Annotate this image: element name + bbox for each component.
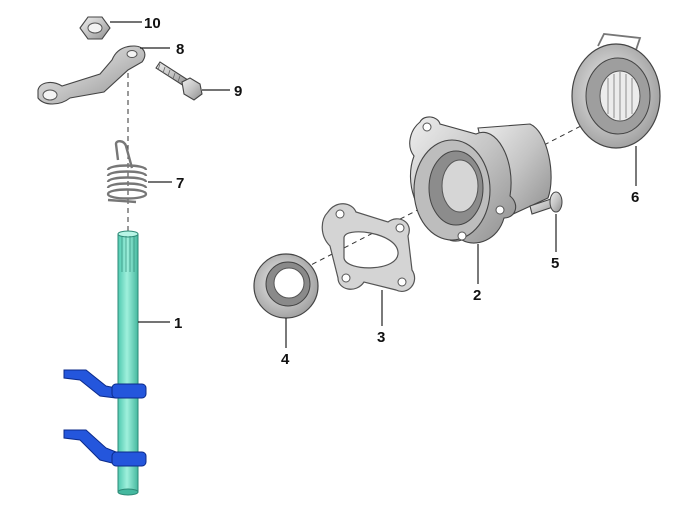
screw-part: [529, 191, 563, 215]
shaft-seal-part: [253, 253, 319, 319]
callout-9: 9: [234, 83, 242, 100]
callout-5: 5: [551, 255, 559, 272]
spring-part: [106, 140, 148, 204]
callout-7: 7: [176, 175, 184, 192]
callout-10: 10: [144, 15, 161, 32]
callout-4: 4: [281, 351, 290, 368]
callout-8: 8: [176, 41, 184, 58]
callout-2: 2: [473, 287, 481, 304]
callout-3: 3: [377, 329, 385, 346]
lever-part: [37, 45, 146, 105]
callout-1: 1: [174, 315, 182, 332]
nut-part: [79, 16, 111, 40]
callout-6: 6: [631, 189, 639, 206]
shift-shaft-part: [117, 230, 139, 496]
upper-shift-fork: [63, 369, 147, 399]
lower-shift-fork: [63, 429, 147, 467]
gasket-part: [321, 203, 416, 292]
release-bearing-part: [571, 33, 661, 149]
bearing-housing-part: [409, 116, 552, 244]
bolt-part: [155, 61, 203, 101]
